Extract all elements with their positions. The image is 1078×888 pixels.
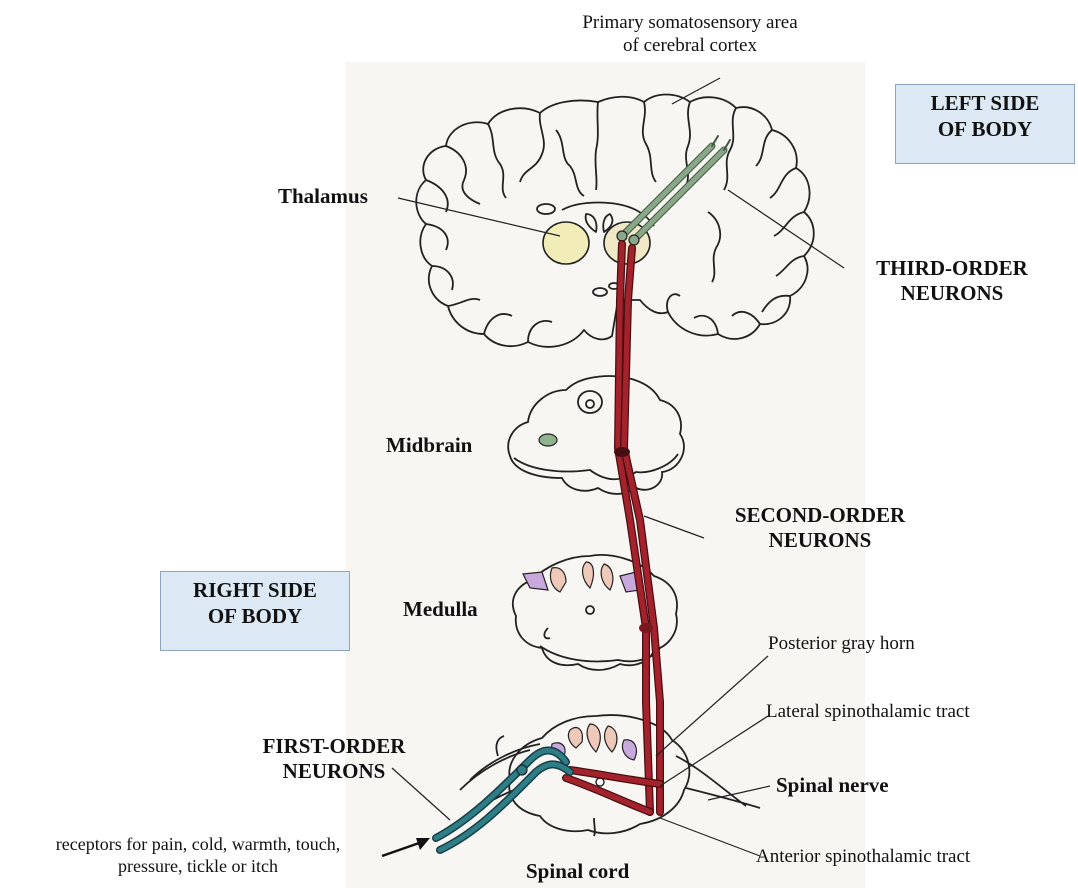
medulla-nucleus-4 [601, 564, 613, 590]
receptors-label: receptors for pain, cold, warmth, touch,… [6, 834, 390, 877]
midbrain-label: Midbrain [386, 433, 472, 458]
gray-horn-3 [605, 726, 617, 752]
medulla-label: Medulla [403, 597, 478, 622]
right-side-box: RIGHT SIDE OF BODY [160, 571, 350, 651]
midbrain-section [508, 376, 684, 494]
anterior-spinothalamic-label: Anterior spinothalamic tract [756, 846, 970, 869]
gray-horn-4 [622, 740, 636, 760]
thalamus-label: Thalamus [278, 184, 368, 209]
third-order-label: THIRD-ORDER NEURONS [836, 256, 1068, 306]
midbrain-outline [508, 376, 684, 494]
ventricle-left [586, 214, 597, 232]
lateral-spinothalamic-label: Lateral spinothalamic tract [766, 701, 970, 724]
first-order-label: FIRST-ORDER NEURONS [228, 734, 440, 784]
second-order-line2: NEURONS [769, 528, 872, 552]
substantia-nigra [539, 434, 557, 446]
brain-section [416, 95, 814, 347]
left-side-box: LEFT SIDE OF BODY [895, 84, 1075, 164]
third-order-neurons [622, 136, 730, 240]
longitudinal-fissure [595, 102, 598, 190]
medulla-nucleus-1 [523, 572, 548, 590]
medulla-nucleus-2 [550, 568, 566, 592]
left-side-line1: LEFT SIDE [896, 90, 1074, 116]
receptors-line2: pressure, tickle or itch [118, 856, 278, 876]
first-order-neurons [436, 750, 570, 850]
gray-horn-1 [568, 728, 582, 748]
spinal-cord-label: Spinal cord [526, 859, 629, 884]
first-order-line2: NEURONS [283, 759, 386, 783]
primary-area-line1: Primary somatosensory area [582, 12, 797, 33]
right-gyri [643, 102, 804, 334]
left-side-line2: OF BODY [896, 116, 1074, 142]
primary-area-line2: of cerebral cortex [623, 35, 757, 56]
posterior-gray-horn-label: Posterior gray horn [768, 633, 915, 656]
receptors-line1: receptors for pain, cold, warmth, touch, [56, 834, 340, 854]
second-order-line1: SECOND-ORDER [735, 503, 905, 527]
first-order-line1: FIRST-ORDER [263, 734, 406, 758]
third-order-line1: THIRD-ORDER [876, 256, 1028, 280]
third-order-line2: NEURONS [901, 281, 1004, 305]
primary-area-label: Primary somatosensory area of cerebral c… [540, 12, 840, 58]
right-side-line1: RIGHT SIDE [161, 577, 349, 603]
right-side-line2: OF BODY [161, 603, 349, 629]
second-order-label: SECOND-ORDER NEURONS [700, 503, 940, 553]
spinal-nerve-label: Spinal nerve [776, 773, 889, 798]
gray-horn-2 [587, 724, 600, 752]
thalamus-left [543, 222, 589, 264]
medulla-nucleus-3 [583, 562, 594, 588]
brain-outline [416, 95, 814, 347]
